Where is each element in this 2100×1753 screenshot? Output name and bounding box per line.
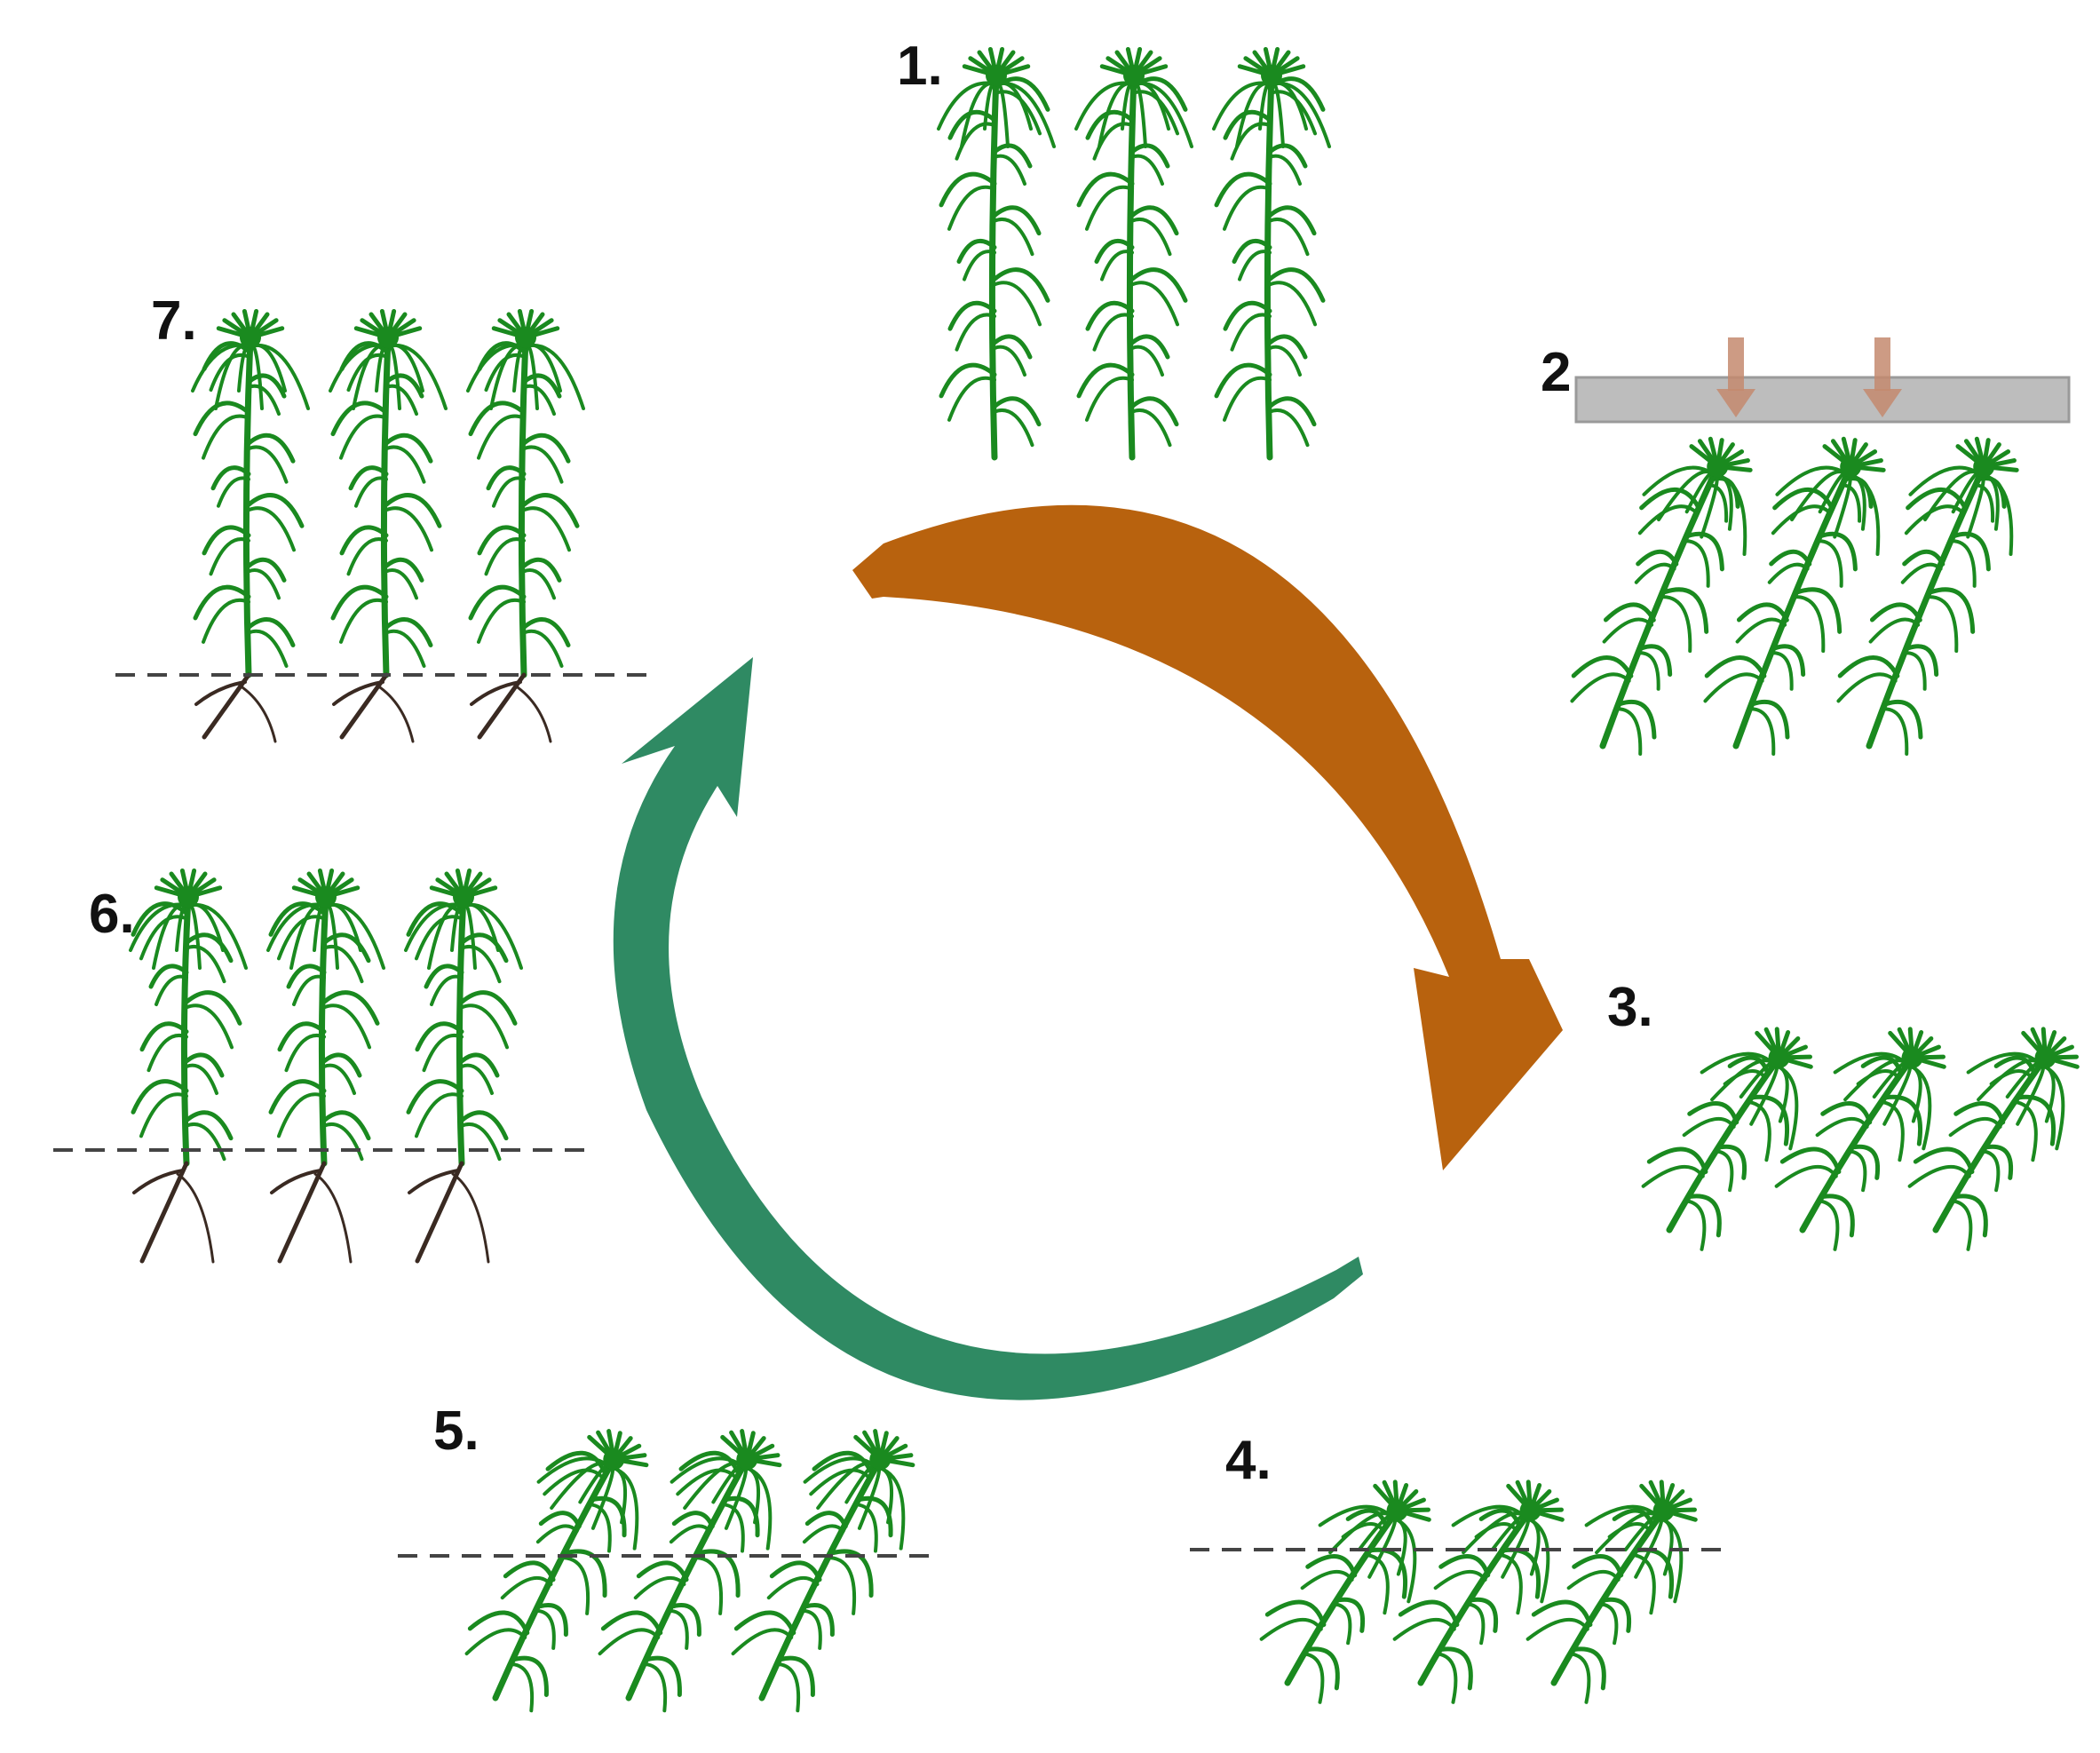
moss-plant <box>1774 1027 1946 1251</box>
stage-6-label: 6. <box>89 884 135 945</box>
stage-6: 6. <box>53 868 586 1264</box>
moss-plant <box>329 308 448 743</box>
stage-3: 3. <box>1607 977 2080 1251</box>
press-arrow <box>1728 337 1744 391</box>
stage-4: 4. <box>1190 1430 1723 1704</box>
moss-plant <box>1074 46 1193 461</box>
moss-plant <box>1570 436 1753 756</box>
moss-plant <box>1259 1479 1431 1704</box>
stage-7-plants <box>115 308 648 743</box>
forward-cycle-arrow <box>852 504 1563 1170</box>
stage-4-plants <box>1190 1479 1723 1704</box>
moss-plant <box>1392 1479 1565 1704</box>
moss-plant <box>731 1429 915 1713</box>
moss-plant <box>191 308 310 743</box>
moss-plant <box>1703 436 1886 756</box>
stage-3-plants <box>1641 1027 2080 1251</box>
stage-7: 7. <box>115 290 648 743</box>
moss-plant <box>1212 46 1331 461</box>
stage-5-plants <box>398 1429 931 1713</box>
stage-7-label: 7. <box>151 290 197 352</box>
stage-6-plants <box>53 868 586 1264</box>
moss-plant <box>1907 1027 2080 1251</box>
moss-plant <box>266 868 385 1264</box>
press-arrow-head <box>1863 389 1902 417</box>
stage-5-label: 5. <box>433 1400 479 1462</box>
moss-plant <box>1836 436 2019 756</box>
moss-plant <box>464 1429 649 1713</box>
press-arrow <box>1874 337 1890 391</box>
cycle-arrows <box>613 504 1563 1400</box>
press-arrow-head <box>1716 389 1755 417</box>
stage-1-label: 1. <box>897 36 943 97</box>
stage-3-label: 3. <box>1607 977 1653 1038</box>
stage-1: 1. <box>897 36 1331 461</box>
moss-plant <box>404 868 523 1264</box>
moss-plant <box>598 1429 782 1713</box>
stage-2-plants <box>1570 337 2071 756</box>
moss-plant <box>129 868 248 1264</box>
stage-5: 5. <box>398 1400 931 1713</box>
press-plate <box>1574 376 2071 424</box>
stage-4-label: 4. <box>1225 1430 1272 1491</box>
moss-plant <box>466 308 585 743</box>
stage-1-plants <box>937 46 1331 461</box>
moss-plant <box>1525 1479 1698 1704</box>
return-cycle-arrow <box>613 657 1363 1400</box>
moss-plant <box>1641 1027 1813 1251</box>
stage-2: 2. <box>1541 337 2071 756</box>
moss-plant <box>937 46 1056 461</box>
